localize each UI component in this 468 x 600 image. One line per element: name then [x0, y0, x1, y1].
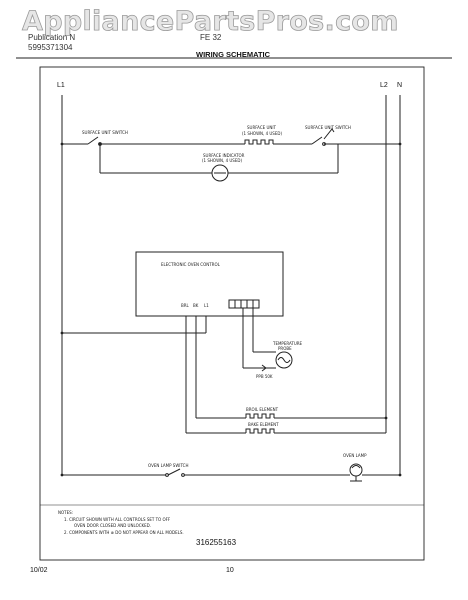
- temperature-probe-label-2: PROBE: [278, 346, 292, 351]
- rail-label-l2: L2: [380, 82, 388, 89]
- bake-element-label: BAKE ELEMENT: [248, 422, 279, 427]
- notes-heading: NOTES:: [58, 510, 73, 515]
- footer-date: 10/02: [30, 567, 48, 574]
- bake-element-symbol: [245, 428, 275, 434]
- surface-indicator-label: SURFACE INDICATOR: [203, 153, 245, 158]
- pin-l1-label: L1: [204, 303, 209, 308]
- surface-unit-switch-right-label: SURFACE UNIT SWITCH: [305, 125, 351, 130]
- note-2: 2. COMPONENTS WITH ⊗ DO NOT APPEAR ON AL…: [64, 530, 184, 535]
- temperature-probe-symbol: [275, 351, 293, 369]
- model-label: FE 32: [200, 33, 222, 42]
- broil-element-label: BROIL ELEMENT: [246, 407, 279, 412]
- note-1-line-1: 1. CIRCUIT SHOWN WITH ALL CONTROLS SET T…: [64, 517, 171, 522]
- publication-label: Publication N: [28, 33, 76, 42]
- surface-unit-count-label: (1 SHOWN, 4 USED): [242, 131, 283, 136]
- page-title: WIRING SCHEMATIC: [196, 50, 271, 59]
- page-number: 10: [226, 567, 234, 574]
- surface-unit-label: SURFACE UNIT: [247, 125, 276, 130]
- probe-resistance-label: PPB 50K: [256, 374, 273, 379]
- electronic-oven-control-label: ELECTRONIC OVEN CONTROL: [161, 262, 220, 267]
- schematic-frame: [39, 66, 425, 561]
- surface-unit-switch-left-label: SURFACE UNIT SWITCH: [82, 130, 128, 135]
- site-watermark: AppliancePartsPros.com: [22, 6, 399, 38]
- note-1-line-2: OVEN DOOR CLOSED AND UNLOCKED.: [74, 523, 152, 528]
- part-number: 316255163: [196, 538, 237, 547]
- oven-lamp-switch-label: OVEN LAMP SWITCH: [148, 463, 189, 468]
- publication-number: 5995371304: [28, 43, 73, 52]
- rail-label-n: N: [397, 82, 403, 89]
- pin-brl-label: BRL: [181, 303, 189, 308]
- temperature-probe-label: TEMPERATURE: [273, 341, 303, 346]
- oven-lamp-label: OVEN LAMP: [343, 453, 367, 458]
- surface-indicator-count-label: (1 SHOWN, 4 USED): [202, 158, 243, 163]
- surface-unit-element: [244, 139, 274, 145]
- broil-element-symbol: [245, 413, 275, 419]
- electronic-oven-control-box: [135, 251, 284, 317]
- rail-label-l1: L1: [57, 82, 65, 89]
- pin-bk-label: BK: [193, 303, 199, 308]
